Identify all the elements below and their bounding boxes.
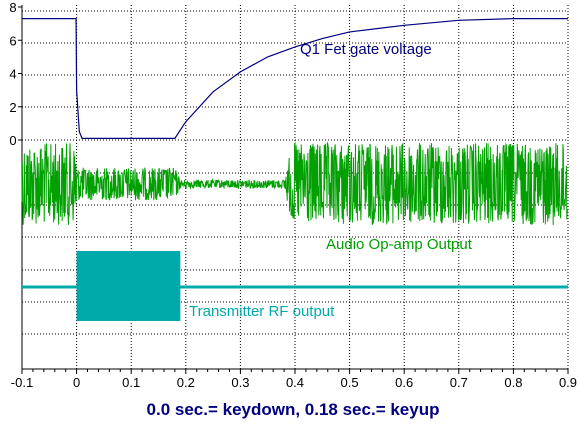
annotation-gate-voltage: Q1 Fet gate voltage	[300, 41, 432, 58]
rf-on-block	[76, 251, 181, 321]
x-tick-label-6: 0.5	[341, 375, 359, 390]
x-tick-label-8: 0.7	[450, 375, 468, 390]
annotation-audio-output: Audio Op-amp Output	[326, 236, 473, 253]
y-tick-label-3: 6	[9, 33, 16, 48]
x-tick-label-2: 0.1	[122, 375, 140, 390]
x-tick-label-9: 0.8	[504, 375, 522, 390]
x-tick-label-4: 0.3	[231, 375, 249, 390]
tick-layer: -0.1 0 0.1 0.2 0.3 0.4 0.5 0.6 0.7 0.8 0.9 0 2 4 6 8	[9, 0, 577, 390]
audio-series-line	[21, 141, 569, 226]
y-tick-label-0: 0	[9, 133, 16, 148]
series-layer	[21, 18, 569, 321]
chart-caption: 0.0 sec.= keydown, 0.18 sec.= keyup	[147, 400, 440, 419]
y-tick-label-2: 4	[9, 67, 16, 82]
x-tick-label-7: 0.6	[395, 375, 413, 390]
x-tick-label-5: 0.4	[286, 375, 304, 390]
x-tick-label-1: 0	[73, 375, 80, 390]
x-tick-label-0: -0.1	[11, 375, 33, 390]
x-tick-label-10: 0.9	[559, 375, 577, 390]
y-tick-label-1: 2	[9, 100, 16, 115]
annotation-rf-output: Transmitter RF output	[189, 303, 335, 320]
gate-series-line	[22, 18, 568, 139]
y-tick-label-4: 8	[9, 0, 16, 15]
label-layer: Q1 Fet gate voltage Audio Op-amp Output …	[147, 41, 473, 419]
x-tick-label-3: 0.2	[177, 375, 195, 390]
